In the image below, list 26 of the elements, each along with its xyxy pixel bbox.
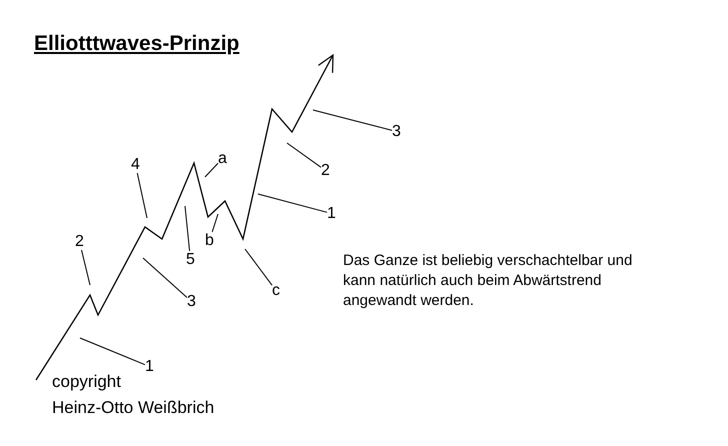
leader-line — [142, 258, 188, 298]
title: Elliotttwaves-Prinzip — [34, 32, 240, 56]
leader-line — [80, 338, 146, 366]
wave-label: 2 — [321, 162, 330, 179]
leader-line — [136, 172, 148, 218]
leader-line — [184, 206, 190, 252]
wave-label: 3 — [392, 123, 401, 140]
wave-label: b — [205, 232, 214, 249]
leader-line — [212, 214, 218, 232]
wave-label: 1 — [145, 358, 154, 375]
wave-label: c — [272, 282, 280, 299]
wave-label: a — [218, 150, 227, 167]
wave-label: 4 — [131, 156, 140, 173]
leader-line — [286, 142, 322, 168]
wave-label: 3 — [187, 293, 196, 310]
wave-label: 1 — [327, 205, 336, 222]
note-text: Das Ganze ist beliebig verschachtelbar und kann natürlich auch beim Abwärtstrend angewandt werden. — [343, 251, 634, 311]
leader-line — [81, 250, 90, 286]
leader-line — [312, 110, 392, 131]
wave-label: 5 — [186, 251, 195, 268]
copyright-text: copyright — [52, 372, 121, 392]
copyright-text: Heinz-Otto Weißbrich — [52, 398, 214, 418]
leader-line — [244, 248, 272, 286]
leader-line — [258, 194, 328, 213]
wave-label: 2 — [75, 233, 84, 250]
leader-line — [204, 162, 218, 178]
